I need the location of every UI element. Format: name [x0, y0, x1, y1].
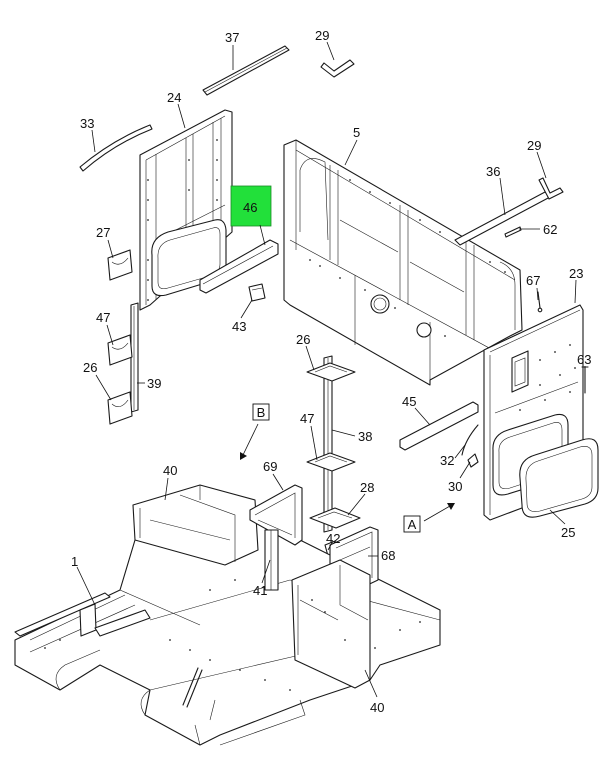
- callout-62: 62: [543, 222, 557, 237]
- callout-29-top: 29: [315, 28, 329, 43]
- part-26-bracket-left[interactable]: [107, 391, 133, 425]
- callout-25: 25: [561, 525, 575, 540]
- part-25-window-panel[interactable]: [519, 438, 599, 518]
- part-26-bracket-center[interactable]: [306, 362, 356, 382]
- callout-labels: 37 29 33 24 5 29 36 46 27 62 67 23 43 47…: [71, 28, 591, 715]
- callout-5: 5: [353, 125, 360, 140]
- part-29-bracket-top[interactable]: [320, 59, 355, 78]
- callout-36: 36: [486, 164, 500, 179]
- part-29-bracket-right[interactable]: [538, 177, 564, 200]
- part-40-box-lower[interactable]: [291, 559, 371, 689]
- callout-63: 63: [577, 352, 591, 367]
- callout-26-center: 26: [296, 332, 310, 347]
- part-43-bracket[interactable]: [248, 283, 266, 302]
- part-27-bracket[interactable]: [107, 249, 133, 281]
- callout-38: 38: [358, 429, 372, 444]
- part-41-cross-member[interactable]: [264, 529, 279, 591]
- part-32-latch[interactable]: [461, 424, 479, 456]
- callout-47-center: 47: [300, 411, 314, 426]
- view-marker-b: B: [240, 403, 270, 460]
- part-67-screw[interactable]: [537, 291, 543, 313]
- callout-45: 45: [402, 394, 416, 409]
- view-marker-a: A: [403, 503, 455, 533]
- part-45-sill[interactable]: [399, 401, 479, 451]
- callout-37: 37: [225, 30, 239, 45]
- callout-67: 67: [526, 273, 540, 288]
- callout-24: 24: [167, 90, 181, 105]
- callout-27: 27: [96, 225, 110, 240]
- view-marker-a-label: A: [408, 517, 417, 532]
- callout-43: 43: [232, 319, 246, 334]
- callout-28: 28: [360, 480, 374, 495]
- part-37-rail[interactable]: [202, 45, 290, 96]
- leader-lines: [76, 41, 586, 698]
- callout-46-highlight: [230, 185, 272, 227]
- part-46-sill[interactable]: [199, 239, 279, 294]
- view-marker-b-label: B: [257, 405, 266, 420]
- part-5-back-wall[interactable]: [283, 139, 523, 386]
- callout-32: 32: [440, 453, 454, 468]
- callout-40-upper: 40: [163, 463, 177, 478]
- part-33-trim[interactable]: [79, 124, 153, 172]
- callout-29-right: 29: [527, 138, 541, 153]
- callout-1: 1: [71, 554, 78, 569]
- callout-39: 39: [147, 376, 161, 391]
- callout-40-lower: 40: [370, 700, 384, 715]
- callout-47-left: 47: [96, 310, 110, 325]
- callout-46: 46: [243, 200, 257, 215]
- callout-33: 33: [80, 116, 94, 131]
- part-28-bracket[interactable]: [309, 507, 361, 529]
- callout-69: 69: [263, 459, 277, 474]
- part-38-center-post[interactable]: [323, 355, 333, 533]
- part-47-bracket-center[interactable]: [306, 452, 356, 472]
- callout-41: 41: [253, 583, 267, 598]
- part-30-clip[interactable]: [467, 453, 479, 468]
- part-36-rail[interactable]: [454, 191, 551, 246]
- part-39-left-post[interactable]: [130, 302, 139, 413]
- part-47-bracket-left[interactable]: [107, 334, 133, 366]
- callout-26-left: 26: [83, 360, 97, 375]
- callout-23: 23: [569, 266, 583, 281]
- callout-30: 30: [448, 479, 462, 494]
- callout-42: 42: [326, 531, 340, 546]
- part-69-frame[interactable]: [249, 484, 303, 546]
- part-62-bolt[interactable]: [504, 226, 522, 238]
- part-40-box-upper[interactable]: [132, 484, 259, 566]
- callout-68: 68: [381, 548, 395, 563]
